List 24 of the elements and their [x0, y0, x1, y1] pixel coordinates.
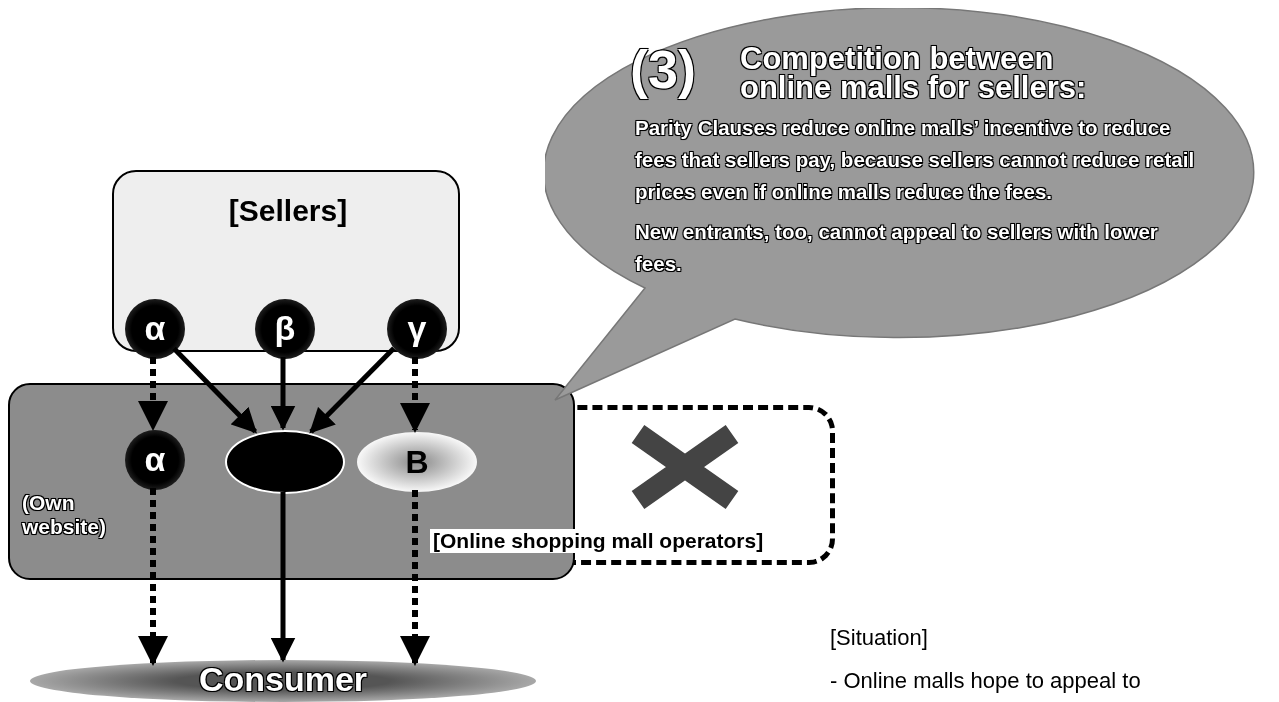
arrow: [270, 492, 296, 663]
arrow: [138, 357, 168, 431]
arrow: [400, 490, 430, 667]
arrow: [138, 488, 168, 666]
node-label: [Sellers]: [227, 194, 349, 229]
seller-circle: [387, 299, 447, 359]
node-label: (Own website): [22, 491, 108, 540]
node-label: Consumer: [197, 660, 369, 700]
node-label: α: [143, 440, 167, 480]
seller-circle: [255, 299, 315, 359]
node-label: α: [143, 309, 167, 349]
arrow: [270, 357, 296, 431]
arrow: [309, 346, 396, 434]
bubble-text: New entrants, too, cannot appeal to sellers with lower fees.: [635, 219, 1159, 277]
arrow: [400, 357, 430, 433]
note-text: [Situation]: [830, 625, 928, 651]
seller-circle: [125, 299, 185, 359]
bubble-title: Competition between online malls for sellers:: [740, 44, 1088, 103]
node-label: B: [404, 444, 430, 481]
seller-circle: [125, 430, 185, 490]
note-text: - Online malls hope to appeal to: [830, 668, 1141, 694]
node-label: γ: [406, 309, 428, 349]
arrow: [172, 346, 258, 434]
node-label: β: [273, 309, 297, 349]
